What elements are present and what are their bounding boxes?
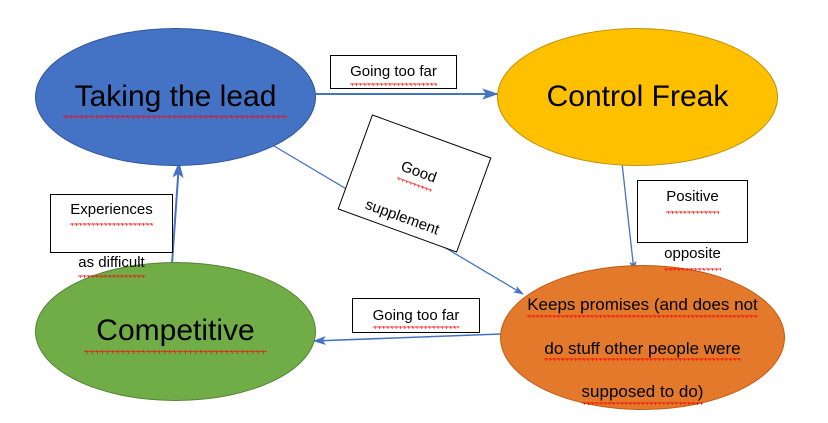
node-keeps-promises[interactable]: Keeps promises (and does not do stuff ot… (500, 265, 785, 410)
node-taking-the-lead[interactable]: Taking the lead (35, 28, 316, 166)
edge-label-going-too-far-top-text: Going too far (350, 60, 437, 86)
node-control-freak-label: Control Freak (546, 79, 729, 113)
edge-label-positive-opposite-line-1: Positive (666, 183, 719, 213)
node-keeps-promises-line-1: Keeps promises (and does not (527, 295, 758, 318)
edge-label-experiences-as-difficult[interactable]: Experiences as difficult (50, 194, 173, 279)
edge-label-going-too-far-bottom-text: Going too far (372, 304, 459, 330)
edge-label-going-too-far-top[interactable]: Going too far (330, 55, 457, 89)
edge-label-experiences-as-difficult-text: Experiences as difficult (70, 171, 153, 279)
edge-label-experiences-as-difficult-line-2: as difficult (78, 250, 146, 279)
node-keeps-promises-label: Keeps promises (and does not do stuff ot… (515, 272, 770, 405)
edge-label-experiences-as-difficult-line-1: Experiences (70, 197, 153, 226)
edge-label-good-supplement-line-1: Good (397, 155, 440, 190)
edge-label-going-too-far-bottom[interactable]: Going too far (352, 298, 480, 333)
node-keeps-promises-line-3: supposed to do) (581, 382, 704, 405)
node-taking-the-lead-label: Taking the lead (62, 78, 289, 120)
edge-label-positive-opposite[interactable]: Positive opposite (637, 180, 748, 270)
edge-control-freak-to-keeps-promises (621, 162, 637, 273)
node-competitive[interactable]: Competitive (35, 262, 316, 401)
node-control-freak[interactable]: Control Freak (497, 28, 778, 166)
edge-label-positive-opposite-text: Positive opposite (664, 155, 721, 270)
edge-keeps-promises-to-competitive (312, 333, 502, 346)
edge-competitive-to-taking-the-lead (171, 161, 184, 265)
node-competitive-label: Competitive (84, 312, 268, 355)
edge-label-positive-opposite-line-2: opposite (664, 240, 721, 270)
node-keeps-promises-line-2: do stuff other people were (544, 338, 741, 361)
